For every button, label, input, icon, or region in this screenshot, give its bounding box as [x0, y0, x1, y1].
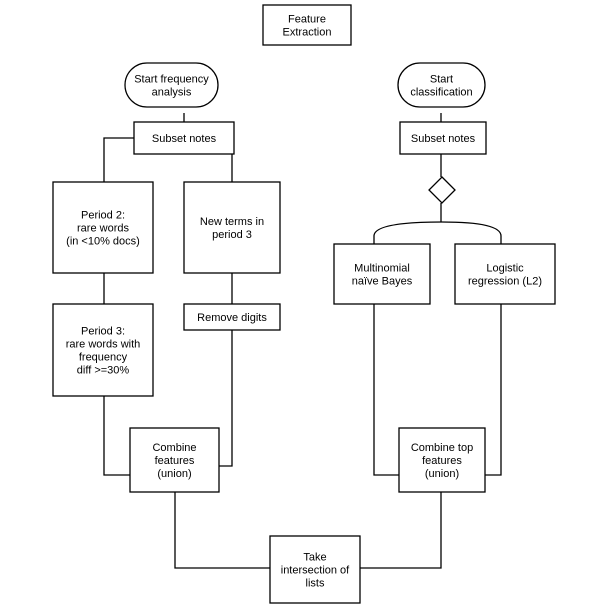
node-label-line: features	[155, 455, 195, 467]
node-label-line: classification	[410, 87, 472, 99]
connector-line	[373, 304, 399, 476]
node-label-line: Multinomial	[354, 263, 410, 275]
process-box	[52, 181, 154, 274]
node-label-line: Extraction	[283, 27, 332, 39]
node-label-line: frequency	[79, 352, 128, 364]
node-label-line: Remove digits	[197, 312, 267, 324]
node-subset-notes-left: Subset notes	[133, 121, 235, 155]
process-box	[183, 181, 281, 274]
process-box	[52, 303, 154, 397]
process-box	[133, 121, 235, 155]
node-label-line: Feature	[288, 14, 326, 26]
node-label-line: Combine	[152, 442, 196, 454]
connector-line	[360, 492, 442, 569]
node-label-line: naïve Bayes	[352, 276, 413, 288]
node-label-line: Subset notes	[411, 133, 476, 145]
connector-line	[219, 330, 233, 467]
node-label-line: Start frequency	[134, 74, 209, 86]
node-label-line: Period 3:	[81, 326, 125, 338]
process-box	[262, 4, 352, 46]
decision-diamond	[428, 176, 456, 204]
process-box	[129, 427, 220, 493]
connector-line	[373, 221, 443, 244]
terminal-shape	[397, 62, 486, 108]
node-decision	[428, 176, 456, 204]
process-box	[399, 121, 487, 155]
connector-line	[174, 492, 270, 569]
node-label-line: Combine top	[411, 442, 473, 454]
connector-line	[441, 221, 502, 244]
node-period2: Period 2:rare words(in <10% docs)	[52, 181, 154, 274]
node-label-line: Take	[303, 552, 326, 564]
node-remove-digits: Remove digits	[183, 303, 281, 331]
connector-line	[103, 137, 134, 182]
node-label-line: Logistic	[486, 263, 524, 275]
node-label-line: (union)	[157, 468, 191, 480]
process-box	[269, 535, 361, 604]
process-box	[333, 243, 431, 305]
node-label-line: (union)	[425, 468, 459, 480]
node-label-line: lists	[306, 578, 325, 590]
node-label-line: rare words with	[66, 339, 141, 351]
process-box	[183, 303, 281, 331]
node-label-line: diff >=30%	[77, 365, 130, 377]
node-label-line: Start	[430, 74, 453, 86]
node-label-line: regression (L2)	[468, 276, 542, 288]
process-box	[398, 427, 486, 493]
node-label-line: Subset notes	[152, 133, 217, 145]
node-label-line: period 3	[212, 229, 252, 241]
connector-line	[485, 304, 502, 476]
node-label-line: rare words	[77, 223, 129, 235]
terminal-shape	[124, 62, 219, 108]
connector-line	[103, 396, 130, 476]
node-label-line: New terms in	[200, 216, 264, 228]
process-box	[454, 243, 556, 305]
node-label-line: (in <10% docs)	[66, 236, 140, 248]
connectors	[103, 113, 502, 569]
node-subset-notes-right: Subset notes	[399, 121, 487, 155]
node-label-line: intersection of	[281, 565, 350, 577]
node-label-line: features	[422, 455, 462, 467]
node-label-line: Period 2:	[81, 210, 125, 222]
node-label-line: analysis	[152, 87, 192, 99]
